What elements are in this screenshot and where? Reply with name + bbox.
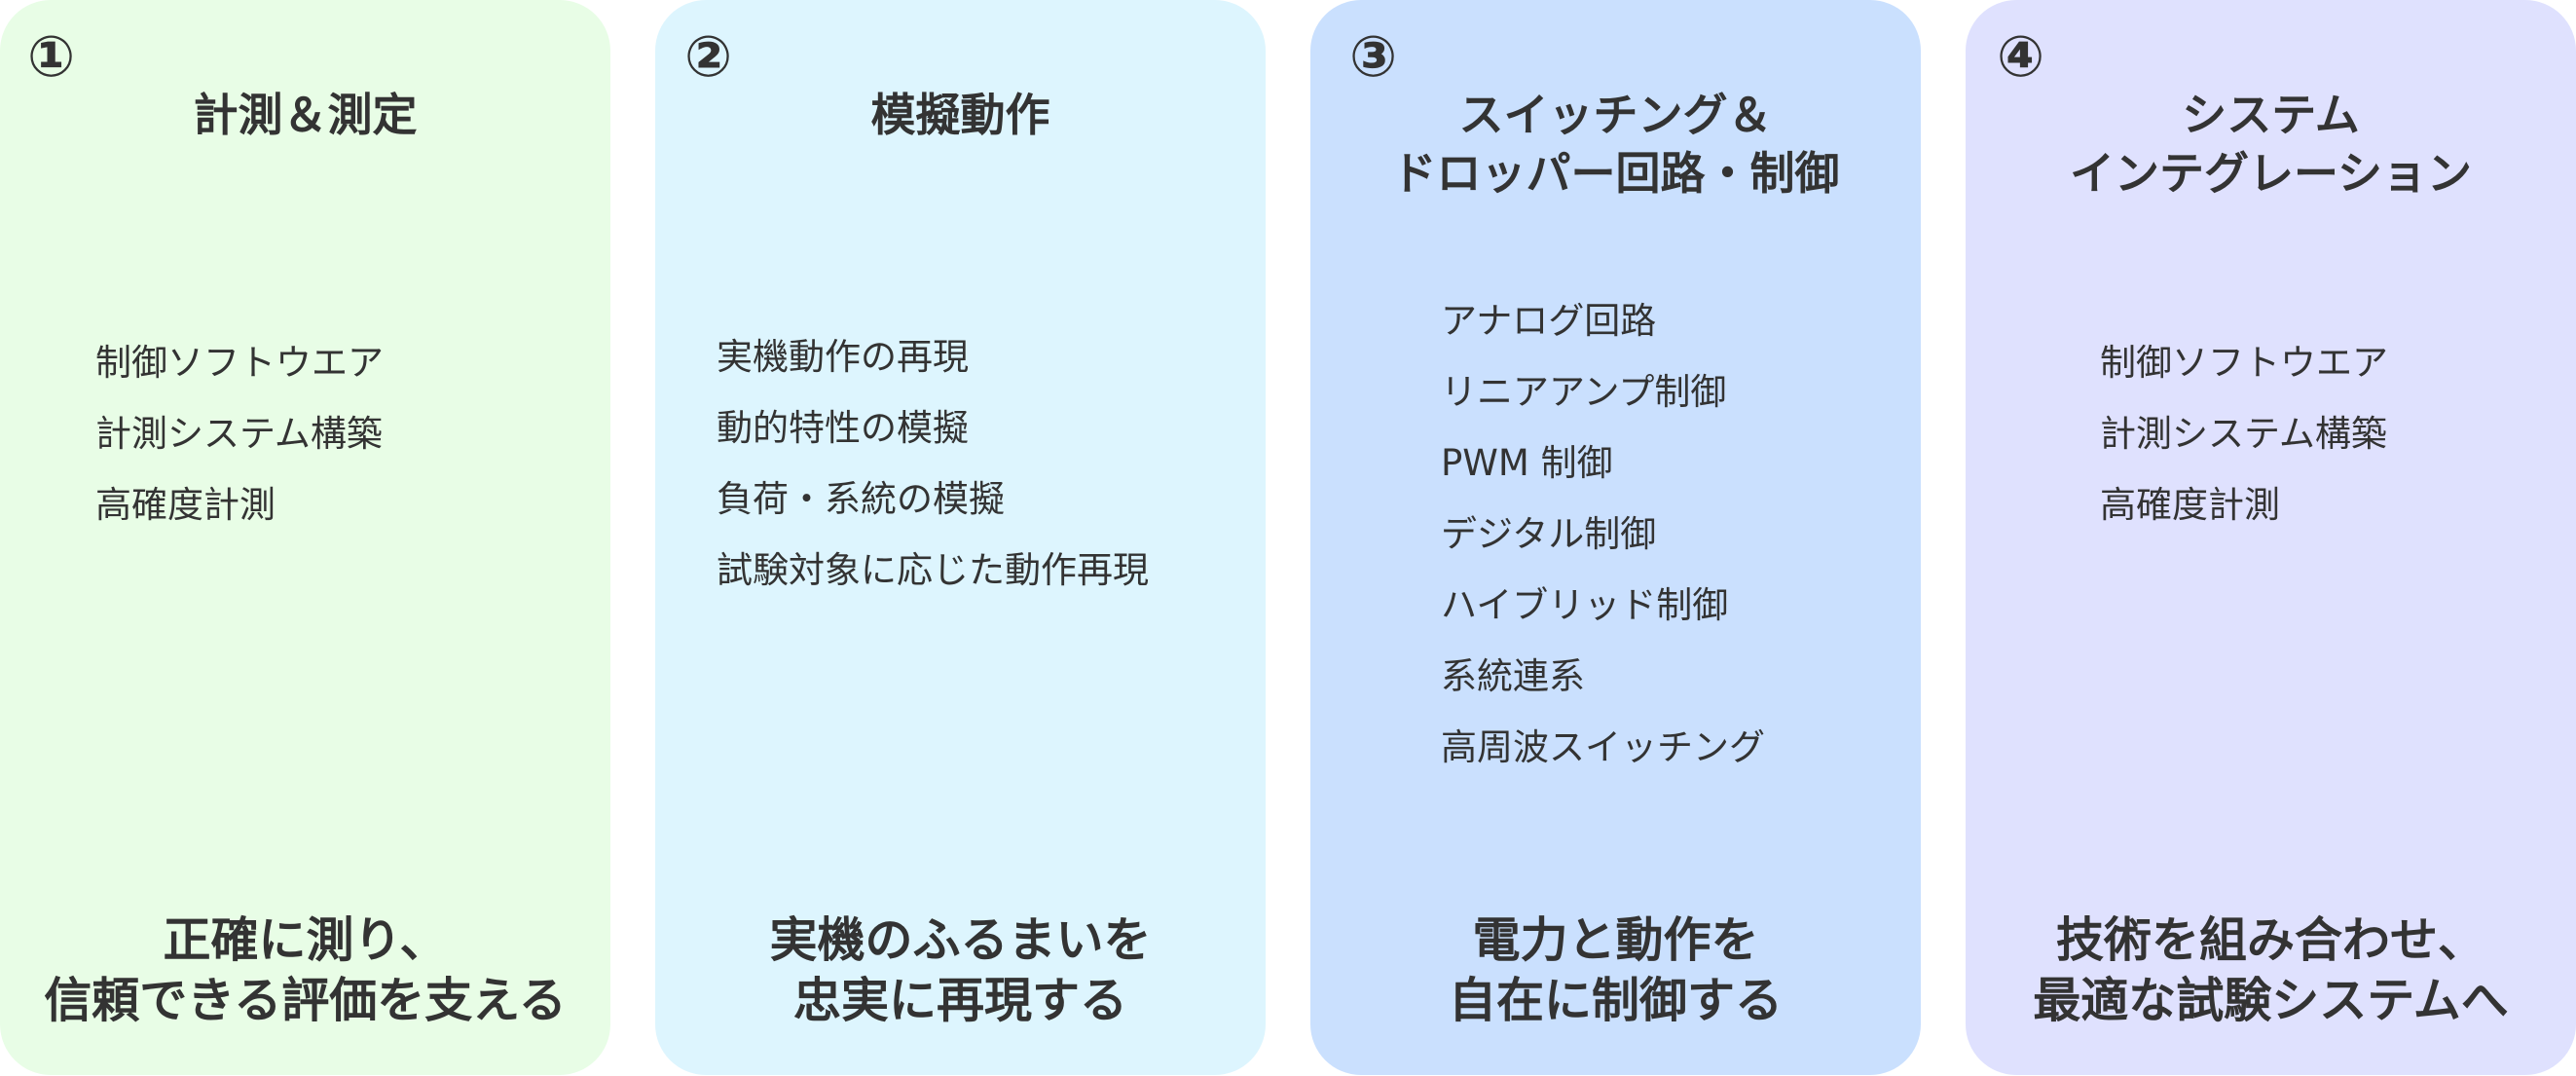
circled-number-2: ②: [684, 23, 733, 90]
circled-number-4: ④: [1997, 23, 2045, 90]
list-item: 制御ソフトウエア: [95, 342, 384, 384]
card-tagline: 電力と動作を 自在に制御する: [1448, 912, 1783, 1028]
list-item: 計測システム構築: [2100, 413, 2387, 455]
list-item: 実機動作の再現: [717, 336, 969, 378]
list-item: アナログ回路: [1441, 300, 1657, 342]
card-title: 計測＆測定: [193, 89, 418, 141]
list-item: 制御ソフトウエア: [2100, 342, 2388, 384]
feature-list: 制御ソフトウエア 計測システム構築 高確度計測: [2100, 327, 2388, 540]
card-title: 模擬動作: [870, 89, 1050, 141]
card-tagline: 実機のふるまいを 忠実に再現する: [769, 912, 1152, 1028]
list-item: 高確度計測: [2100, 484, 2280, 526]
list-item: 動的特性の模擬: [717, 407, 969, 449]
card-title: システム インテグレーション: [2069, 89, 2473, 200]
card-tagline: 技術を組み合わせ、 最適な試験システムへ: [2033, 912, 2509, 1028]
card-measurement: ① 計測＆測定 制御ソフトウエア 計測システム構築 高確度計測 正確に測り、 信…: [0, 0, 610, 1075]
circled-number-3: ③: [1349, 23, 1398, 90]
list-item: 試験対象に応じた動作再現: [717, 549, 1149, 591]
list-item: ハイブリッド制御: [1441, 584, 1729, 626]
card-simulation: ② 模擬動作 実機動作の再現 動的特性の模擬 負荷・系統の模擬 試験対象に応じた…: [655, 0, 1266, 1075]
list-item: 系統連系: [1441, 655, 1585, 697]
list-item: 計測システム構築: [95, 413, 383, 455]
feature-list: アナログ回路 リニアアンプ制御 PWM 制御 デジタル制御 ハイブリッド制御 系…: [1441, 285, 1765, 783]
card-switching-dropper: ③ スイッチング＆ ドロッパー回路・制御 アナログ回路 リニアアンプ制御 PWM…: [1310, 0, 1921, 1075]
card-system-integration: ④ システム インテグレーション 制御ソフトウエア 計測システム構築 高確度計測…: [1966, 0, 2576, 1075]
list-item: 高確度計測: [95, 484, 276, 526]
feature-list: 実機動作の再現 動的特性の模擬 負荷・系統の模擬 試験対象に応じた動作再現: [717, 321, 1149, 606]
list-item: PWM 制御: [1441, 442, 1613, 484]
card-tagline: 正確に測り、 信頼できる評価を支える: [44, 912, 567, 1028]
list-item: 負荷・系統の模擬: [717, 478, 1005, 520]
list-item: リニアアンプ制御: [1441, 371, 1727, 413]
circled-number-1: ①: [27, 23, 76, 90]
list-item: 高周波スイッチング: [1441, 726, 1765, 768]
list-item: デジタル制御: [1441, 513, 1657, 555]
card-title: スイッチング＆ ドロッパー回路・制御: [1391, 89, 1840, 200]
feature-list: 制御ソフトウエア 計測システム構築 高確度計測: [95, 327, 384, 540]
